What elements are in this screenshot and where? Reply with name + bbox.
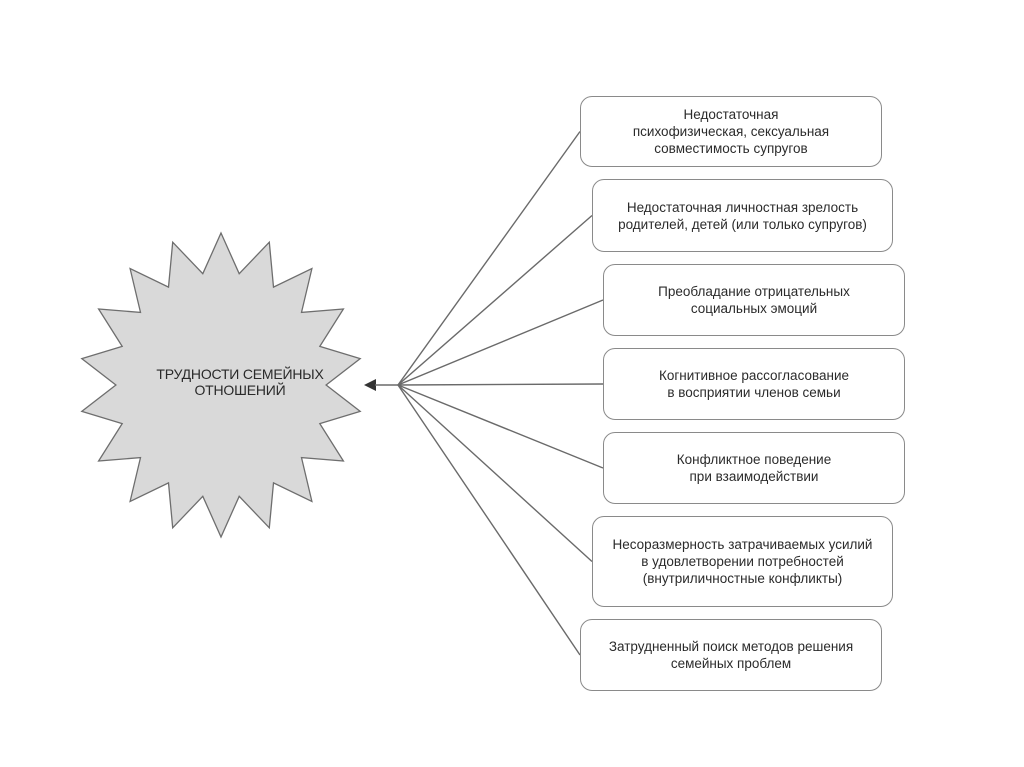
factor-box: Преобладание отрицательных социальных эм… [603,264,905,336]
factor-box: Затрудненный поиск методов решения семей… [580,619,882,691]
connector-line [397,383,604,386]
arrowhead-icon [364,379,376,391]
factor-box: Когнитивное рассогласование в восприятии… [603,348,905,420]
factor-box: Несоразмерность затрачиваемых усилий в у… [592,516,893,607]
factor-box: Конфликтное поведение при взаимодействии [603,432,905,504]
connector-line [397,384,604,469]
difficulties-starburst [80,231,362,539]
connector-line [397,384,593,563]
connector-lines [397,131,604,656]
center-title: ТРУДНОСТИ СЕМЕЙНЫХ ОТНОШЕНИЙ [156,366,324,398]
connector-line [397,214,593,386]
factor-box: Недостаточная личностная зрелость родите… [592,179,893,252]
factor-box: Недостаточная психофизическая, сексуальн… [580,96,882,167]
connector-line [397,384,581,656]
connector-line [397,131,581,386]
connector-line [397,299,604,386]
